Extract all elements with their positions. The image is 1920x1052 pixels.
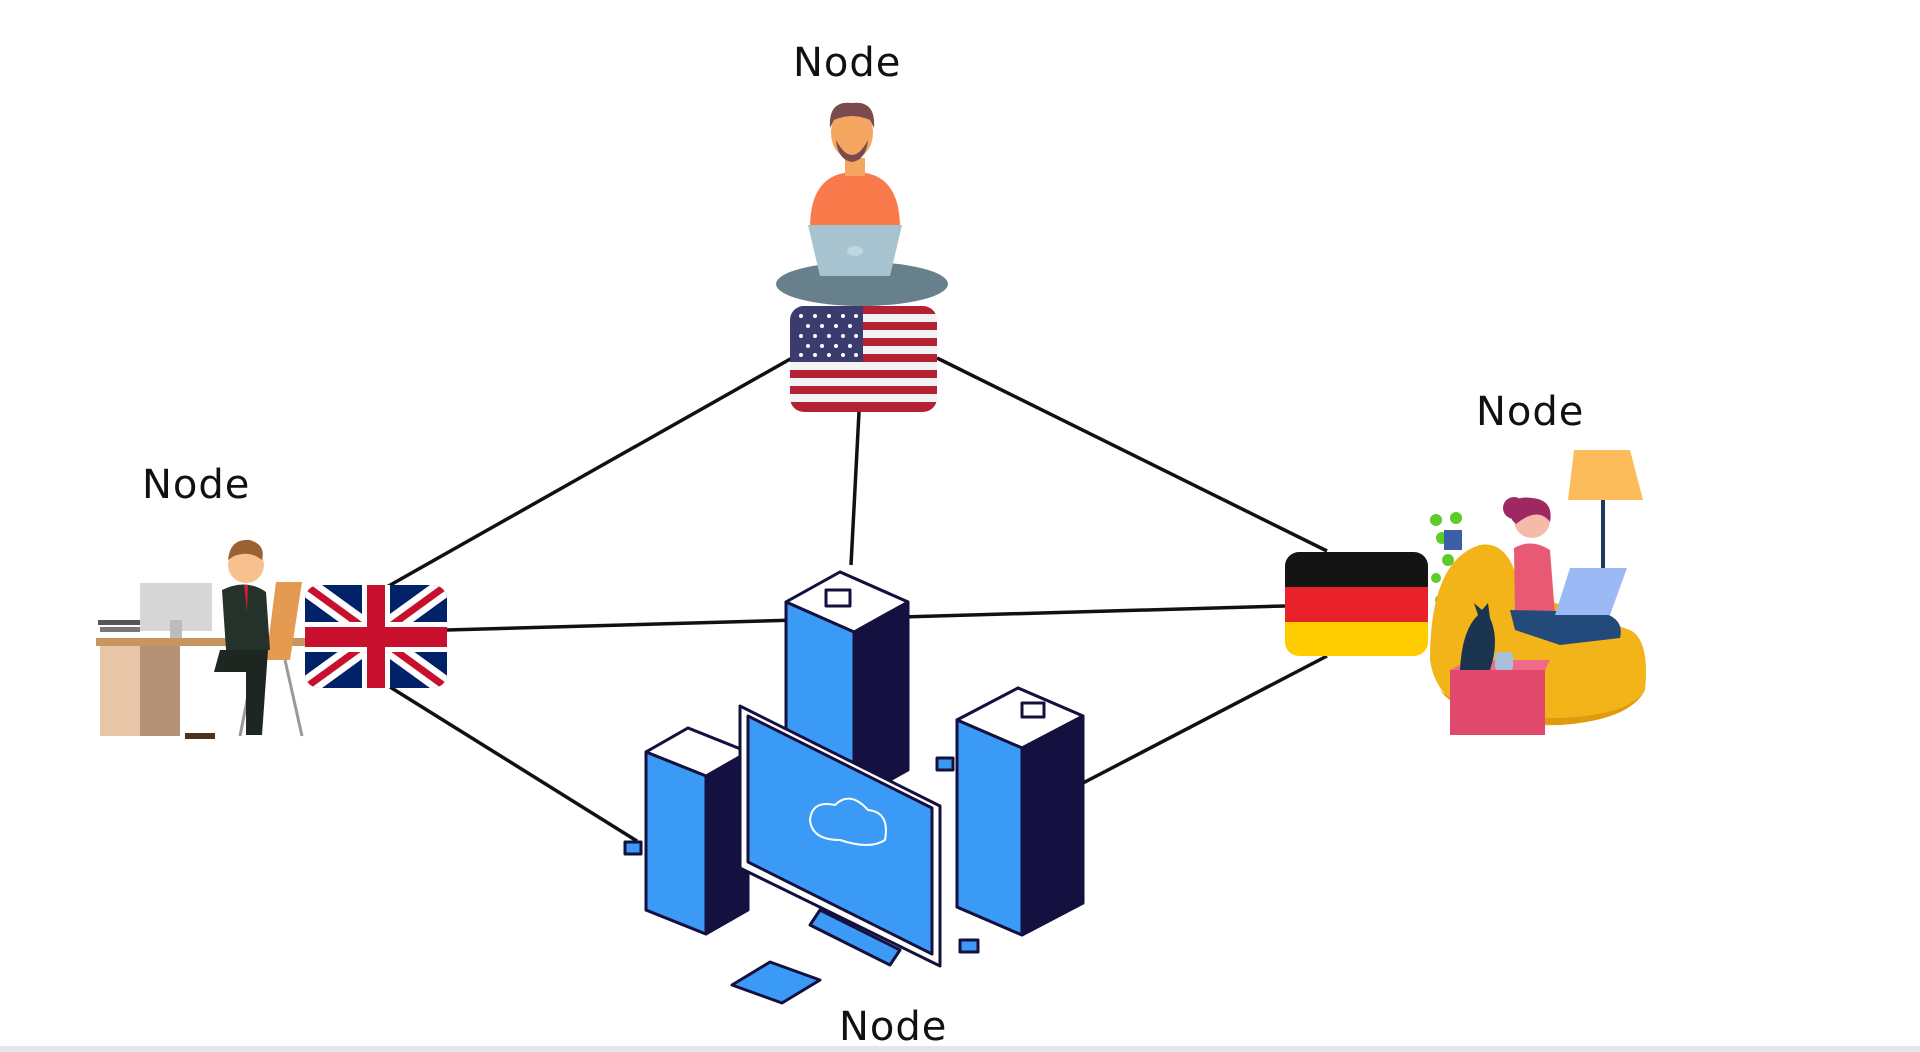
edge-top-bottom: [849, 411, 861, 566]
node-bottom[interactable]: [623, 570, 1085, 1005]
edge-right-bottom: [1082, 654, 1328, 785]
node-left[interactable]: [96, 539, 447, 739]
edge-top-right: [936, 356, 1328, 553]
man-at-desk-icon: [96, 539, 306, 739]
uk-flag-icon: [305, 585, 447, 688]
node-label-bottom: Node: [839, 1004, 948, 1050]
node-right[interactable]: [1285, 450, 1646, 735]
edges: [384, 356, 1328, 843]
man-laptop-icon: [776, 102, 948, 306]
germany-flag-icon: [1285, 552, 1428, 656]
node-label-left: Node: [142, 462, 251, 508]
bottom-scrollbar-track: [0, 1046, 1920, 1052]
edge-left-top: [384, 356, 793, 590]
node-top[interactable]: [776, 102, 948, 412]
us-flag-icon: [790, 306, 937, 412]
server-cluster-icon: [623, 570, 1085, 1005]
node-label-top: Node: [793, 40, 902, 86]
node-label-right: Node: [1476, 389, 1585, 435]
woman-beanbag-icon: [1430, 450, 1646, 735]
edge-left-bottom: [389, 685, 638, 843]
